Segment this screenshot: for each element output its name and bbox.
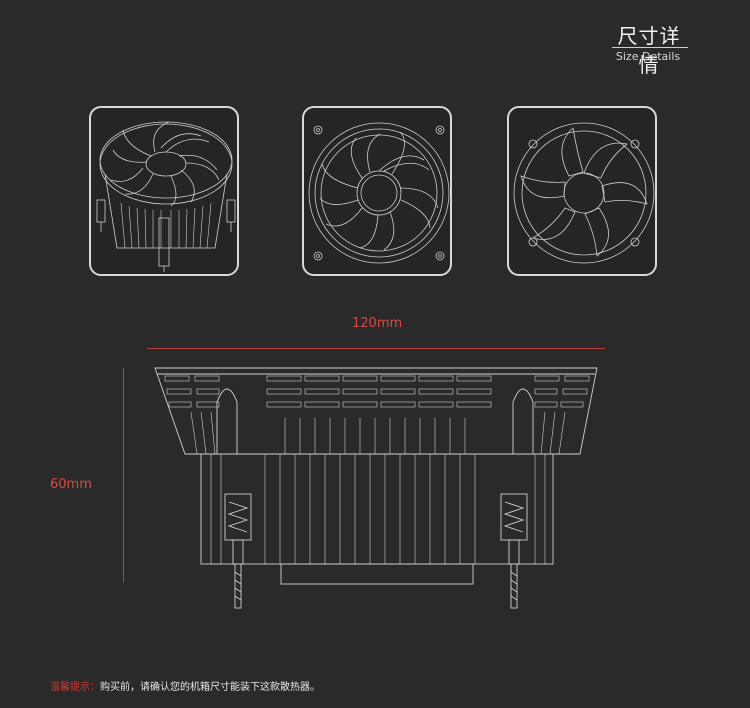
page-title: 尺寸详情 (617, 24, 681, 77)
cooler-perspective-drawing (96, 121, 236, 272)
page-subtitle: Size Details (615, 50, 681, 63)
notice-text: 购买前，请确认您的机箱尺寸能装下这款散热器。 (100, 682, 320, 693)
cooler-side-drawing (154, 367, 598, 609)
notice: 温馨提示：购买前，请确认您的机箱尺寸能装下这款散热器。 (50, 678, 320, 693)
perspective-view (89, 106, 239, 276)
title-underline (612, 47, 688, 48)
top-view-outline (302, 106, 452, 276)
notice-label: 温馨提示： (50, 682, 100, 693)
width-dimension-label: 120mm (352, 316, 403, 331)
top-view-fan (507, 106, 657, 276)
height-dimension-line (123, 368, 124, 582)
height-dimension-label: 60mm (50, 477, 92, 492)
cooler-fan-drawing (513, 122, 655, 264)
cooler-top-outline-drawing (308, 122, 450, 264)
width-dimension-line (147, 348, 605, 349)
